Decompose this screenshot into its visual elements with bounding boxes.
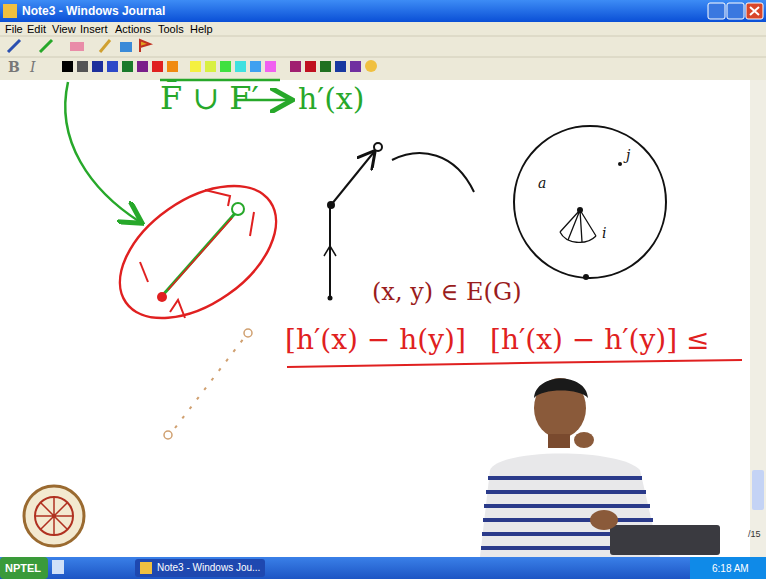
page-counter: /15: [748, 530, 761, 539]
start-button: NPTEL: [5, 563, 41, 574]
vertex-label: i: [602, 226, 606, 240]
taskbar-button: Note3 - Windows Jou...: [157, 563, 260, 573]
menu-item: Edit: [27, 24, 46, 35]
menu-item: File: [5, 24, 23, 35]
menu-item: Help: [190, 24, 213, 35]
handwritten-edge-condition: (x, y) ∈ E(G): [372, 280, 522, 304]
handwritten-factor: [h′(x) − h′(y)] ≤: [490, 326, 710, 354]
italic-button: I: [30, 60, 36, 74]
window-title: Note3 - Windows Journal: [22, 5, 165, 17]
bold-button: B: [8, 60, 20, 74]
vertex-label: j: [626, 148, 630, 162]
handwritten-function: h′(x): [298, 84, 364, 114]
menu-item: Insert: [80, 24, 108, 35]
vertex-label: a: [538, 176, 546, 190]
menu-item: View: [52, 24, 76, 35]
handwritten-factor: [h′(x) − h(y)]: [285, 326, 466, 354]
menu-item: Actions: [115, 24, 151, 35]
menu-item: Tools: [158, 24, 184, 35]
clock: 6:18 AM: [712, 564, 749, 574]
handwritten-set: F̄ ∪ F′: [160, 82, 259, 114]
